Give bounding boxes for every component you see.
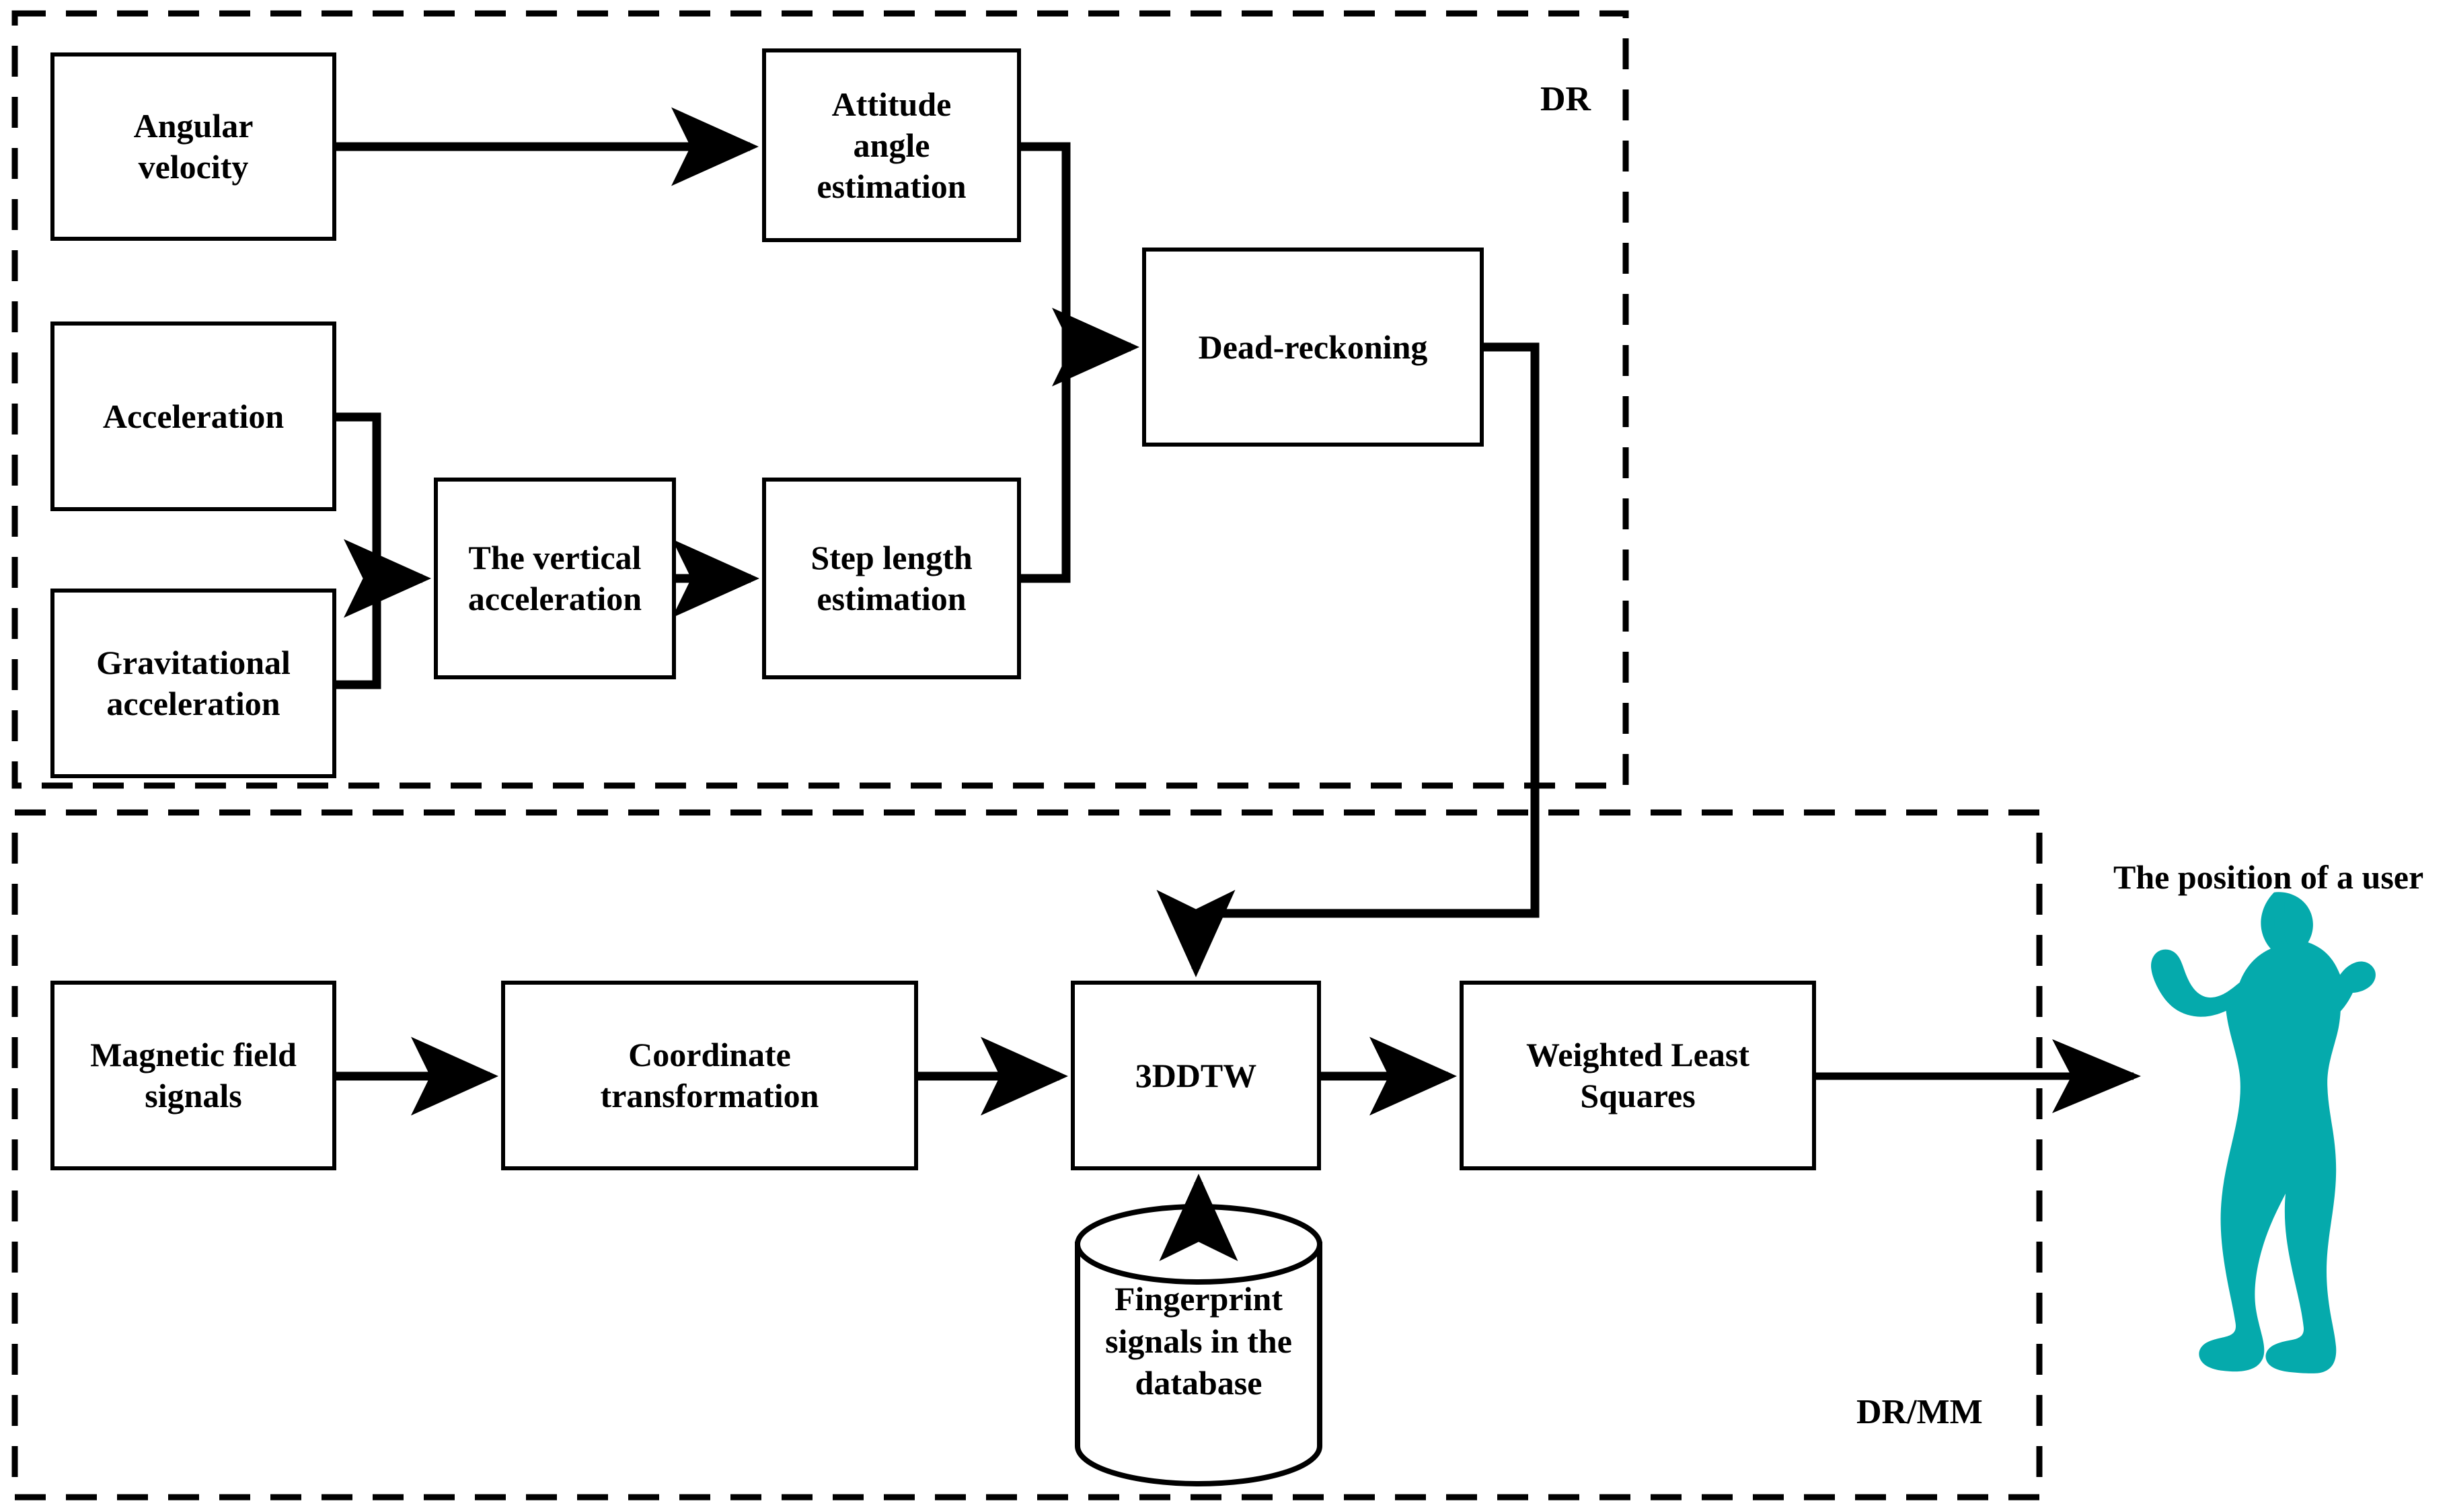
user-silhouette-icon — [2151, 892, 2376, 1373]
node-label-angular-velocity: Angular velocity — [133, 107, 254, 186]
node-the-vertical-acceleration[interactable]: The vertical acceleration — [434, 478, 676, 679]
node-label-step-length-estimation: Step length estimation — [810, 539, 973, 617]
zone-border-drmm — [11, 809, 2043, 1501]
node-label-coordinate-transformation: Coordinate transformation — [600, 1036, 819, 1114]
node-label-gravitational-acceleration: Gravitational acceleration — [96, 644, 291, 722]
node-weighted-least-squares[interactable]: Weighted Least Squares — [1460, 981, 1816, 1170]
node-step-length-estimation[interactable]: Step length estimation — [762, 478, 1021, 679]
zone-label-drmm: DR/MM — [1856, 1393, 1983, 1431]
edge-attitude-to-merge — [1021, 142, 1071, 347]
node-label-weighted-least-squares: Weighted Least Squares — [1526, 1036, 1749, 1114]
node-coordinate-transformation[interactable]: Coordinate transformation — [501, 981, 918, 1170]
node-magnetic-field-signals[interactable]: Magnetic field signals — [50, 981, 336, 1170]
database-label-fingerprint-signals: Fingerprint signals in the database — [1105, 1280, 1292, 1402]
node-label-the-vertical-acceleration: The vertical acceleration — [467, 539, 642, 617]
node-gravitational-acceleration[interactable]: Gravitational acceleration — [50, 589, 336, 778]
edge-dead-reckoning-to-3ddtw — [1156, 342, 1540, 977]
user-position-caption: The position of a user — [2113, 858, 2424, 896]
node-dead-reckoning[interactable]: Dead-reckoning — [1142, 248, 1484, 447]
node-3ddtw[interactable]: 3DDTW — [1071, 981, 1321, 1170]
node-label-acceleration: Acceleration — [102, 397, 285, 435]
node-label-magnetic-field-signals: Magnetic field signals — [90, 1036, 297, 1114]
edge-step-length-to-merge — [1021, 347, 1071, 583]
edge-acceleration-to-junction — [336, 412, 381, 578]
node-label-dead-reckoning: Dead-reckoning — [1198, 328, 1428, 366]
edge-gravitational-to-junction — [336, 578, 381, 689]
node-label-attitude-angle-estimation: Attitude angle estimation — [817, 85, 967, 205]
zone-border-dr — [11, 10, 1629, 789]
node-angular-velocity[interactable]: Angular velocity — [50, 52, 336, 241]
fingerprint-database-cylinder — [1075, 1204, 1322, 1486]
zone-label-dr: DR — [1540, 80, 1591, 118]
node-acceleration[interactable]: Acceleration — [50, 322, 336, 511]
node-label-3ddtw: 3DDTW — [1135, 1056, 1257, 1094]
node-attitude-angle-estimation[interactable]: Attitude angle estimation — [762, 48, 1021, 242]
